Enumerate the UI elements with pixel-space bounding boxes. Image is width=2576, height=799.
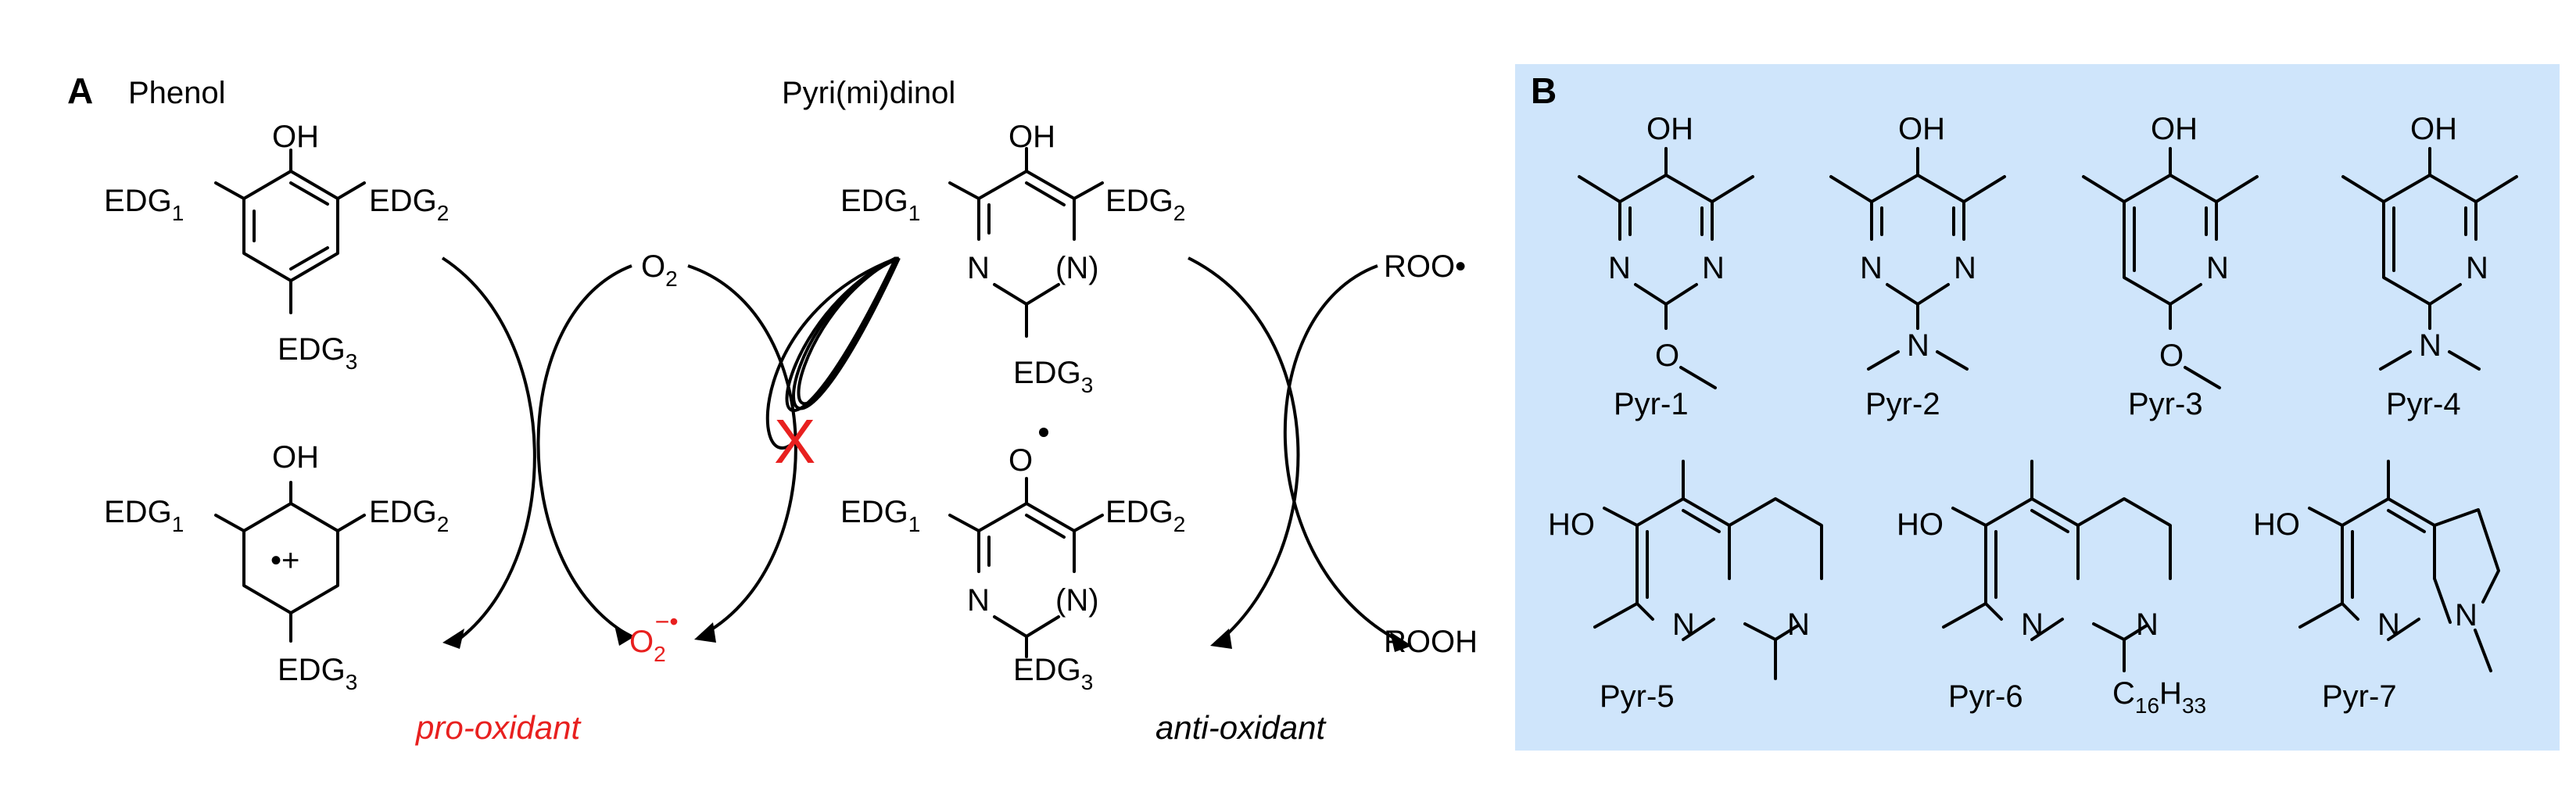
pyr-1-o: O — [1655, 339, 1679, 373]
pyrimidinol-molecule: OH N (N) EDG1 EDG2 EDG3 — [840, 120, 1185, 397]
pyr-7-ho: HO — [2253, 507, 2300, 542]
radical-cation-edg1: EDG1 — [104, 495, 184, 536]
phenol-oh: OH — [272, 120, 319, 154]
pyr-3-structure: OH N O — [2082, 112, 2259, 389]
pyr-1-structure: OH N N O — [1578, 112, 1754, 389]
pyr-edg1: EDG1 — [840, 184, 920, 225]
compound-label-pyr-6: Pyr-6 — [1948, 679, 2023, 714]
pyr-4-structure: OH N N — [2341, 112, 2518, 371]
pro-oxidant-label: pro-oxidant — [414, 709, 582, 746]
pyr-6-alkyl-chain: C16H33 — [2112, 676, 2206, 718]
radical-n-left: N — [967, 583, 990, 618]
compound-label-pyr-5: Pyr-5 — [1600, 679, 1675, 714]
phenol-title: Phenol — [128, 76, 226, 110]
pyr-5-n-ring: N — [1672, 607, 1695, 642]
radical-dot — [1039, 428, 1048, 437]
pyr-5-structure: HO N N — [1548, 460, 1823, 680]
blocked-reaction-mark: X — [774, 407, 815, 476]
compound-label-pyr-1: Pyr-1 — [1614, 387, 1689, 421]
panel-a-label: A — [67, 70, 93, 111]
superoxide-label: O2−• — [629, 607, 679, 666]
pyr-7-n-ring: N — [2377, 607, 2400, 642]
radical-cation-edg2: EDG2 — [369, 495, 449, 536]
phenol-radical-cation: OH •+ EDG1 EDG2 EDG3 — [104, 440, 449, 694]
pyr-2-oh: OH — [1898, 112, 1945, 146]
pyr-4-oh: OH — [2410, 112, 2457, 146]
compound-label-pyr-7: Pyr-7 — [2322, 679, 2397, 714]
compound-label-pyr-2: Pyr-2 — [1865, 387, 1940, 421]
phenol-edg1: EDG1 — [104, 184, 184, 225]
pyr-7-n-amine: N — [2455, 598, 2477, 632]
pyr-4-n: N — [2466, 251, 2488, 285]
phenol-edg2: EDG2 — [369, 184, 449, 225]
pyridinol-title: Pyri(mi)dinol — [782, 76, 955, 110]
phenol-edg3: EDG3 — [278, 332, 357, 374]
panel-b-label: B — [1531, 70, 1557, 111]
pyr-3-o: O — [2159, 339, 2184, 373]
pyr-3-n: N — [2206, 251, 2229, 285]
radical-cation-edg3: EDG3 — [278, 653, 357, 694]
pyr-edg3: EDG3 — [1013, 356, 1093, 397]
pyr-6-n-ring: N — [2021, 607, 2044, 642]
blocked-arrows — [687, 256, 901, 643]
pyr-7-structure: HO N N — [2253, 460, 2500, 672]
pyr-n-left: N — [967, 251, 990, 285]
radical-cation-oh: OH — [272, 440, 319, 475]
pyr-6-n-amine: N — [2136, 607, 2159, 642]
radical-cation-sign: •+ — [270, 543, 299, 578]
radical-edg3: EDG3 — [1013, 653, 1093, 694]
pyr-1-oh: OH — [1646, 112, 1693, 146]
radical-edg1: EDG1 — [840, 495, 920, 536]
compound-label-pyr-3: Pyr-3 — [2128, 387, 2203, 421]
pyr-2-n-right: N — [1954, 251, 1976, 285]
pyr-edg2: EDG2 — [1105, 184, 1185, 225]
phenol-molecule: OH EDG1 EDG2 EDG3 — [104, 120, 449, 374]
pyr-4-n-amine: N — [2419, 328, 2442, 363]
compound-label-pyr-4: Pyr-4 — [2386, 387, 2461, 421]
pyr-oh: OH — [1009, 120, 1055, 154]
radical-o: O — [1009, 443, 1033, 478]
antioxidant-arrows — [1188, 256, 1412, 652]
pyr-3-oh: OH — [2151, 112, 2198, 146]
pyr-1-n-right: N — [1702, 251, 1725, 285]
hydroperoxide-label: ROOH — [1384, 625, 1478, 659]
pyr-5-ho: HO — [1548, 507, 1595, 542]
radical-n-right: (N) — [1055, 583, 1099, 618]
phenol-oxidation-arrows — [441, 256, 635, 649]
pyr-6-structure: HO N N C16H33 — [1897, 460, 2206, 718]
radical-edg2: EDG2 — [1105, 495, 1185, 536]
pyr-2-n-amine: N — [1907, 328, 1929, 363]
pyr-2-n-left: N — [1860, 251, 1883, 285]
pyr-6-ho: HO — [1897, 507, 1944, 542]
pyr-2-structure: OH N N N — [1829, 112, 2006, 371]
pyr-5-n-amine: N — [1787, 607, 1810, 642]
pyr-n-right: (N) — [1055, 251, 1099, 285]
pyrimidinoxyl-radical: O N (N) EDG1 EDG2 EDG3 — [840, 428, 1185, 694]
peroxyl-radical-label: ROO• — [1384, 249, 1466, 284]
anti-oxidant-label: anti-oxidant — [1155, 709, 1327, 746]
oxygen-label: O2 — [641, 249, 678, 291]
pyr-1-n-left: N — [1608, 251, 1631, 285]
